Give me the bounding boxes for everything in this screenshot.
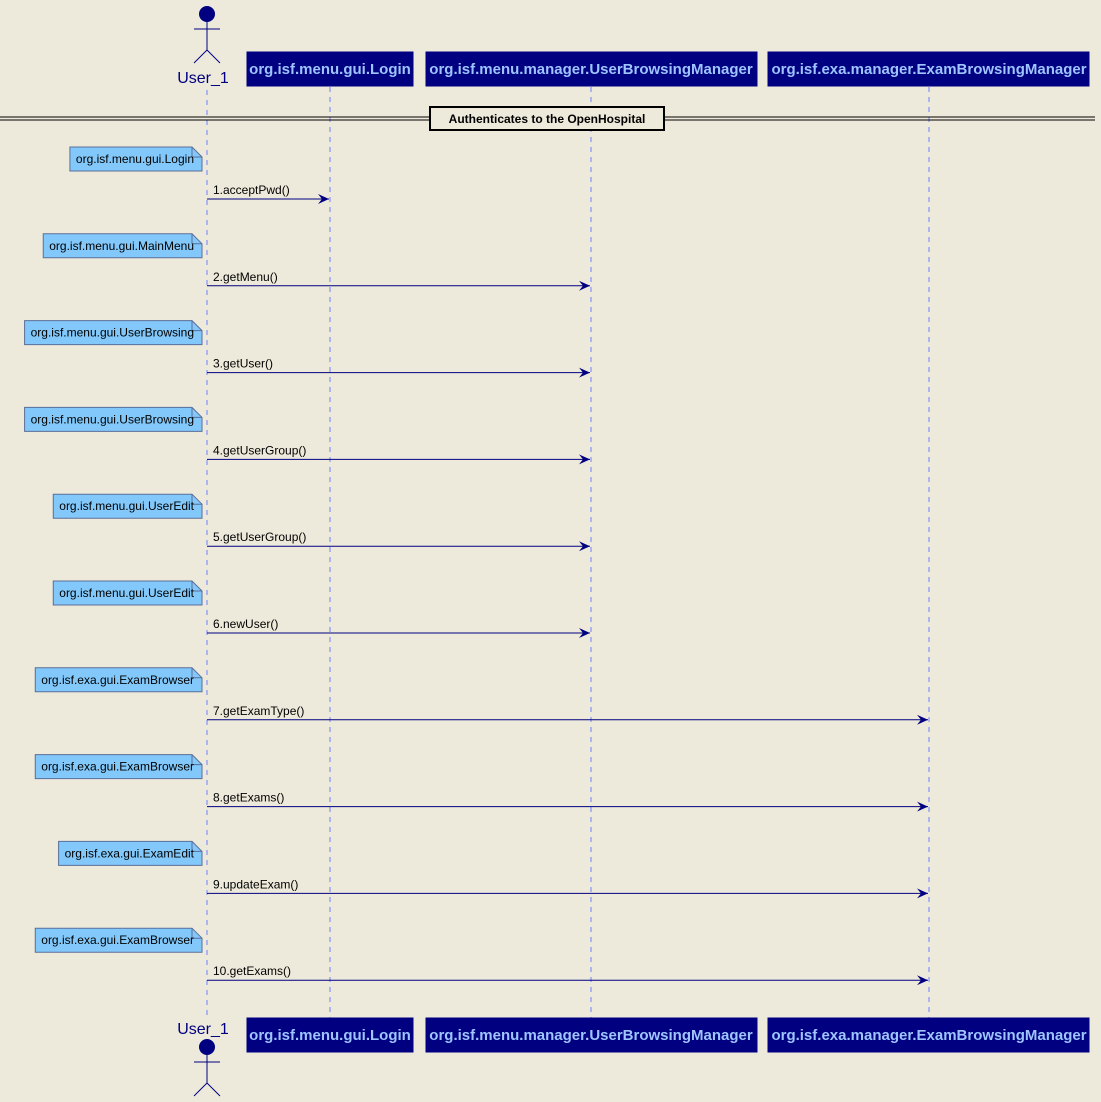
message: 10.getExams(): [207, 964, 928, 986]
note-shape: [34, 927, 203, 953]
actor-top-label: User_1: [177, 70, 229, 87]
message-label: 2.getMenu(): [213, 270, 278, 284]
participant-ubm-bottom-label: org.isf.menu.manager.UserBrowsingManager: [429, 1027, 753, 1044]
message-label: 4.getUserGroup(): [213, 443, 306, 457]
participant-ubm-top-label: org.isf.menu.manager.UserBrowsingManager: [429, 61, 753, 78]
actor-head-icon: [199, 1039, 215, 1055]
message: 4.getUserGroup(): [207, 443, 590, 465]
message-label: 7.getExamType(): [213, 704, 304, 718]
note-label: org.isf.menu.gui.UserEdit: [59, 586, 194, 600]
actor-top: User_1: [177, 6, 229, 87]
note-fold: [191, 147, 202, 158]
note-label: org.isf.exa.gui.ExamBrowser: [41, 933, 194, 947]
note-shape: [34, 667, 203, 693]
participant-login-top: org.isf.menu.gui.Login: [246, 51, 414, 87]
note-label: org.isf.menu.gui.MainMenu: [49, 239, 194, 253]
participant-login-top-label: org.isf.menu.gui.Login: [249, 61, 411, 78]
message: 2.getMenu(): [207, 270, 590, 291]
note: org.isf.exa.gui.ExamEdit: [58, 840, 203, 866]
note: org.isf.menu.gui.UserBrowsing: [24, 406, 203, 432]
actor-bottom-label: User_1: [177, 1021, 229, 1038]
note: org.isf.exa.gui.ExamBrowser: [34, 754, 203, 780]
note-shape: [58, 840, 203, 866]
participant-ebm-bottom: org.isf.exa.manager.ExamBrowsingManager: [767, 1017, 1090, 1053]
participant-ebm-top-label: org.isf.exa.manager.ExamBrowsingManager: [771, 61, 1086, 78]
note: org.isf.menu.gui.MainMenu: [42, 233, 203, 259]
messages: org.isf.menu.gui.Login 1.acceptPwd() org.i…: [24, 146, 928, 986]
note-fold: [191, 233, 202, 245]
note-label: org.isf.menu.gui.UserEdit: [59, 499, 194, 513]
note: org.isf.menu.gui.UserBrowsing: [24, 320, 203, 346]
note: org.isf.menu.gui.UserEdit: [52, 580, 203, 606]
note: org.isf.exa.gui.ExamBrowser: [34, 927, 203, 953]
note-shape: [24, 320, 203, 346]
note-shape: [69, 146, 203, 172]
participant-ebm-top: org.isf.exa.manager.ExamBrowsingManager: [767, 51, 1090, 87]
divider: Authenticates to the OpenHospital: [0, 106, 1095, 131]
message-label: 5.getUserGroup(): [213, 530, 306, 544]
participant-ubm-top: org.isf.menu.manager.UserBrowsingManager: [425, 51, 758, 87]
message-label: 10.getExams(): [213, 964, 291, 978]
note-fold: [191, 928, 202, 939]
note-label: org.isf.exa.gui.ExamBrowser: [41, 673, 194, 687]
participant-login-bottom-label: org.isf.menu.gui.Login: [249, 1027, 411, 1044]
note-label: org.isf.menu.gui.Login: [76, 152, 194, 166]
note-shape: [52, 580, 203, 606]
message: 1.acceptPwd(): [207, 183, 329, 204]
message-label: 1.acceptPwd(): [213, 183, 290, 197]
note: org.isf.menu.gui.Login: [69, 146, 203, 172]
note-label: org.isf.menu.gui.UserBrowsing: [31, 326, 194, 340]
message: 8.getExams(): [207, 791, 928, 812]
message: 5.getUserGroup(): [207, 530, 590, 552]
note-fold: [191, 841, 202, 852]
actor-bottom: User_1: [177, 1021, 229, 1097]
divider-label: Authenticates to the OpenHospital: [449, 112, 646, 126]
message: 9.updateExam(): [207, 877, 928, 899]
participant-login-bottom: org.isf.menu.gui.Login: [246, 1017, 414, 1053]
note-fold: [191, 407, 202, 418]
note-fold: [191, 494, 202, 505]
note-label: org.isf.exa.gui.ExamBrowser: [41, 760, 194, 774]
message-label: 6.newUser(): [213, 617, 278, 631]
note-fold: [191, 754, 202, 766]
note: org.isf.exa.gui.ExamBrowser: [34, 667, 203, 693]
message-label: 3.getUser(): [213, 357, 273, 371]
message: 7.getExamType(): [207, 704, 928, 725]
note: org.isf.menu.gui.UserEdit: [52, 493, 203, 519]
note-fold: [191, 320, 202, 332]
note-shape: [52, 493, 203, 519]
message: 3.getUser(): [207, 357, 590, 378]
participant-ubm-bottom: org.isf.menu.manager.UserBrowsingManager: [425, 1017, 758, 1053]
message-label: 8.getExams(): [213, 791, 284, 805]
message-label: 9.updateExam(): [213, 877, 298, 891]
note-fold: [191, 581, 202, 592]
note-shape: [34, 754, 203, 780]
note-shape: [24, 406, 203, 432]
note-label: org.isf.menu.gui.UserBrowsing: [31, 412, 194, 426]
note-label: org.isf.exa.gui.ExamEdit: [65, 846, 195, 860]
note-fold: [191, 667, 202, 679]
note-shape: [42, 233, 203, 259]
participant-ebm-bottom-label: org.isf.exa.manager.ExamBrowsingManager: [771, 1027, 1086, 1044]
actor-head-icon: [199, 6, 215, 22]
message: 6.newUser(): [207, 617, 590, 638]
